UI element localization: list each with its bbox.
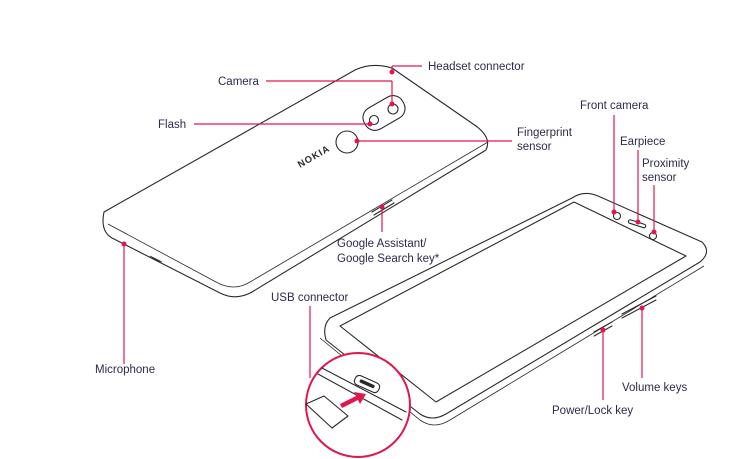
label-usb-connector: USB connector: [271, 292, 349, 304]
label-front-camera: Front camera: [580, 100, 649, 112]
phone-screen: [339, 201, 687, 403]
label-proximity-line1: Proximity: [642, 158, 690, 170]
label-headset-connector: Headset connector: [428, 61, 525, 73]
phone-back-rim: [107, 141, 489, 288]
label-fingerprint-line1: Fingerprint: [517, 127, 573, 139]
label-google-line1: Google Assistant/: [337, 238, 427, 250]
label-volume-keys: Volume keys: [622, 382, 687, 394]
usb-port-inner: [359, 379, 375, 389]
usb-zoom-circle: [305, 352, 411, 458]
camera-module: [362, 95, 406, 131]
label-flash: Flash: [158, 119, 186, 131]
label-fingerprint-line2: sensor: [517, 141, 552, 153]
volume-keys-shape: [621, 295, 657, 319]
phone-back-outline: [102, 64, 489, 298]
label-proximity-line2: sensor: [642, 172, 677, 184]
label-camera: Camera: [218, 76, 260, 88]
microphone-port: [149, 255, 163, 263]
phone-front-outline: [324, 192, 708, 419]
front-camera-lens: [612, 211, 622, 221]
usb-cable: [305, 395, 349, 429]
brand-logo: NOKIA: [296, 143, 332, 170]
labels: Headset connector Camera Flash Fingerpri…: [95, 61, 690, 417]
usb-zoom: [305, 352, 411, 458]
phone-front: [319, 192, 708, 426]
flash-lens: [368, 114, 380, 126]
fingerprint-circle: [335, 130, 359, 154]
usb-arrow: [340, 392, 366, 408]
label-earpiece: Earpiece: [620, 136, 665, 148]
phone-front-rim: [319, 265, 705, 426]
callouts: [121, 65, 657, 400]
label-power-lock-key: Power/Lock key: [552, 405, 633, 417]
label-microphone: Microphone: [95, 364, 155, 376]
label-google-line2: Google Search key*: [337, 253, 440, 265]
